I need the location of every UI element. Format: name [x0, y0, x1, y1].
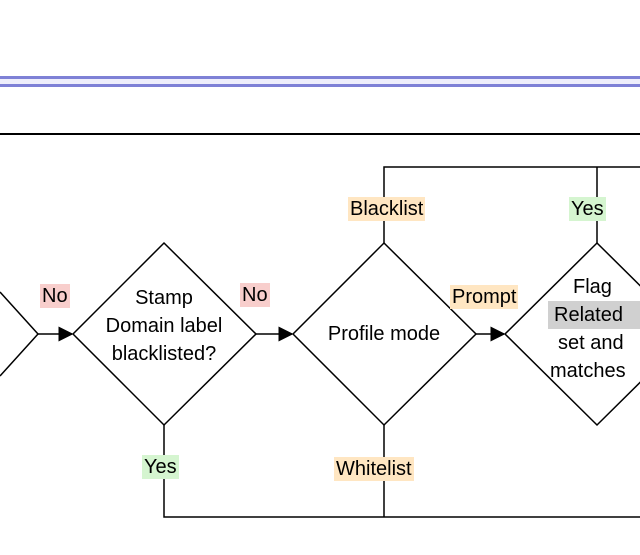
- stamp-line-2: Domain label: [105, 315, 223, 337]
- stamp-decision-text: Stamp Domain label blacklisted?: [84, 284, 244, 368]
- flag-line-1: Flag: [573, 276, 612, 298]
- profile-mode-text: Profile mode: [304, 320, 464, 348]
- edge-label-no-left: No: [40, 284, 70, 308]
- flag-line-2: Related: [548, 301, 640, 329]
- edge-label-yes-flag: Yes: [569, 197, 606, 221]
- edge-label-prompt: Prompt: [450, 285, 519, 309]
- flag-line-3: set and: [558, 332, 624, 354]
- edge-label-no-stamp: No: [240, 283, 270, 307]
- flag-decision-diamond: [503, 241, 640, 427]
- flag-decision-text: Flag Related set and matches: [548, 273, 640, 385]
- header-band-bottom: [0, 84, 640, 87]
- edge-label-blacklist: Blacklist: [348, 197, 426, 221]
- stamp-line-1: Stamp: [135, 287, 193, 309]
- offscreen-diamond: [0, 291, 40, 377]
- flag-line-4: matches: [550, 360, 626, 382]
- stamp-line-3: blacklisted?: [111, 343, 217, 365]
- edge-label-yes-stamp: Yes: [142, 455, 179, 479]
- header-band-fill: [0, 79, 640, 84]
- diagram-top-border: [0, 133, 640, 135]
- edge-label-whitelist: Whitelist: [334, 457, 414, 481]
- header-band-top: [0, 76, 640, 79]
- profile-mode-label: Profile mode: [327, 323, 441, 345]
